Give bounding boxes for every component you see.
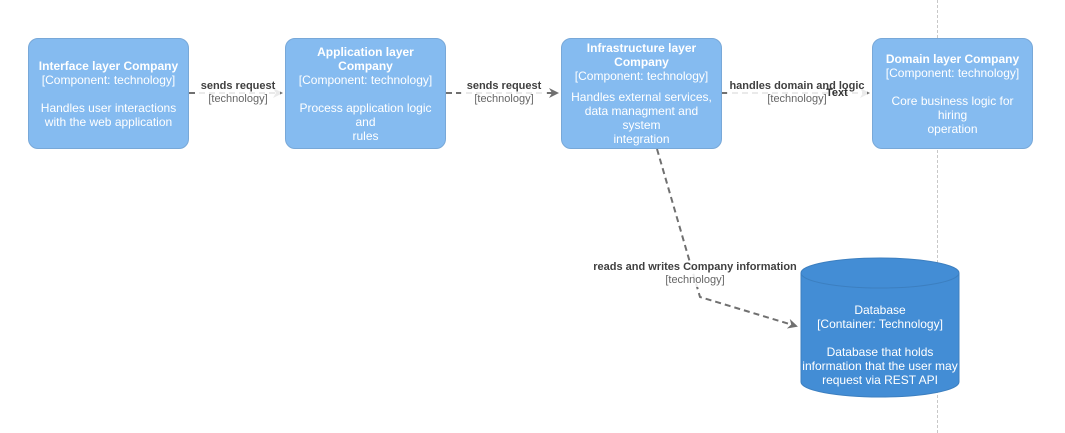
node-desc-line: data managment and system xyxy=(584,104,699,132)
node-desc-line: operation xyxy=(927,121,978,136)
infrastructure-layer-node[interactable]: Infrastructure layer Company [Component:… xyxy=(561,38,722,149)
node-title-line: Infrastructure layer xyxy=(586,41,697,55)
database-cylinder-shape xyxy=(800,257,960,398)
domain-layer-node[interactable]: Domain layer Company [Component: technol… xyxy=(872,38,1033,149)
database-desc-line: Database that holds xyxy=(826,345,934,359)
node-desc-line: with the web application xyxy=(44,114,173,129)
edge-label-tech: [technology] xyxy=(474,93,534,105)
node-title: Interface layer Company xyxy=(38,58,179,73)
node-title: Domain layer Company xyxy=(885,51,1020,66)
edge-label-1: sends request [technology] xyxy=(196,80,280,106)
edge-label-2: sends request [technology] xyxy=(461,80,547,106)
edge-extra-text: Text xyxy=(826,87,848,99)
edge-infrastructure-to-database[interactable] xyxy=(656,148,798,329)
database-node[interactable]: Database [Container: Technology] Databas… xyxy=(800,257,960,398)
node-type: [Component: technology] xyxy=(41,72,176,87)
database-type: [Container: Technology] xyxy=(817,317,943,331)
node-type: [Component: technology] xyxy=(574,69,709,83)
node-desc-line: integration xyxy=(613,132,670,146)
node-desc-line: Handles user interactions xyxy=(40,100,177,115)
edge-label-text: sends request xyxy=(466,80,542,92)
node-desc-line: Core business logic for hiring xyxy=(891,93,1014,122)
edge-label-tech: [technology] xyxy=(665,274,725,286)
interface-layer-node[interactable]: Interface layer Company [Component: tech… xyxy=(28,38,189,149)
database-title: Database xyxy=(854,303,906,317)
edge-label-4: reads and writes Company information [te… xyxy=(590,261,800,287)
node-desc-line: Process application logic and xyxy=(299,100,432,129)
application-layer-node[interactable]: Application layer Company [Component: te… xyxy=(285,38,446,149)
edge-label-text: sends request xyxy=(200,80,276,92)
node-desc-line: rules xyxy=(352,128,379,143)
node-type: [Component: technology] xyxy=(298,72,433,87)
node-desc-line: Handles external services, xyxy=(571,90,712,104)
database-desc-line: information that the user may xyxy=(802,359,958,373)
edge-label-text: handles domain and logic xyxy=(729,80,865,92)
edge-label-tech: [technology] xyxy=(208,93,268,105)
page-guide-line xyxy=(937,0,938,433)
node-title-line: Company xyxy=(614,55,669,69)
node-type: [Component: technology] xyxy=(885,65,1020,80)
edge-label-tech: [technology] xyxy=(767,93,827,105)
node-title: Application layer Company xyxy=(317,44,414,73)
database-desc-line: request via REST API xyxy=(822,373,938,387)
edge-label-text: reads and writes Company information xyxy=(593,261,797,273)
edge-label-3: handles domain and logic [technology] xyxy=(727,80,867,106)
